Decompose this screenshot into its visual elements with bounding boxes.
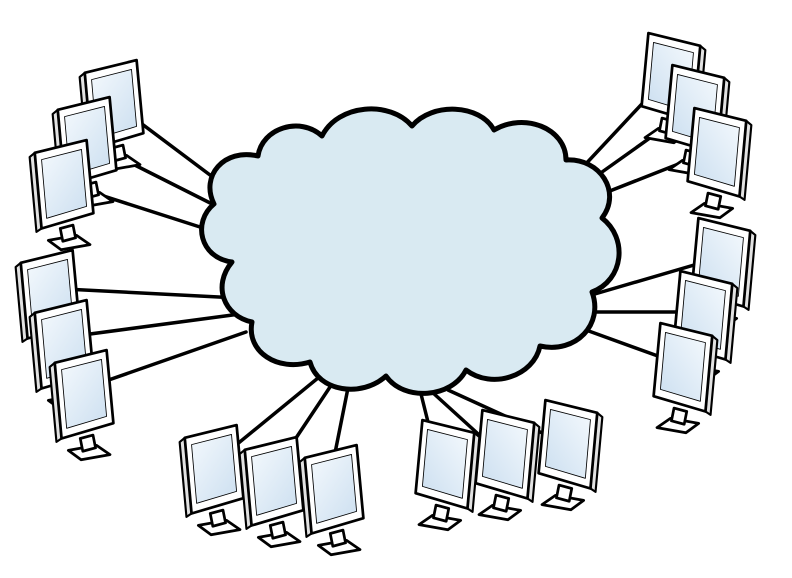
monitor-mid-left xyxy=(48,348,115,462)
monitor-bottom-center xyxy=(537,398,604,512)
monitor-top-right xyxy=(686,106,753,220)
monitor-mid-right xyxy=(652,321,719,435)
cloud-shape xyxy=(199,106,622,396)
monitor-bottom-left xyxy=(298,443,365,557)
monitor-bottom-left xyxy=(178,423,245,537)
monitor-top-left xyxy=(28,138,95,252)
monitor-bottom-center xyxy=(474,408,541,522)
monitor-bottom-center xyxy=(414,418,481,532)
monitor-bottom-left xyxy=(238,435,305,549)
